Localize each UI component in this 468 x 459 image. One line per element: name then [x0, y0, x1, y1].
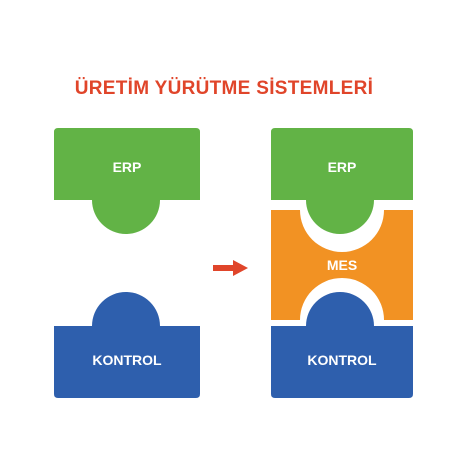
- right-mes-piece: [271, 210, 413, 320]
- right-erp-piece: [271, 128, 413, 234]
- left-kontrol-piece: [54, 292, 200, 398]
- arrow-right-icon: [213, 260, 248, 276]
- right-kontrol-label: KONTROL: [307, 352, 377, 368]
- left-kontrol-label: KONTROL: [92, 352, 162, 368]
- page-title: ÜRETİM YÜRÜTME SİSTEMLERİ: [74, 78, 374, 99]
- right-erp-label: ERP: [328, 159, 357, 175]
- left-erp-label: ERP: [113, 159, 142, 175]
- right-mes-label: MES: [327, 257, 357, 273]
- left-erp-piece: [54, 128, 200, 234]
- right-kontrol-piece: [271, 292, 413, 398]
